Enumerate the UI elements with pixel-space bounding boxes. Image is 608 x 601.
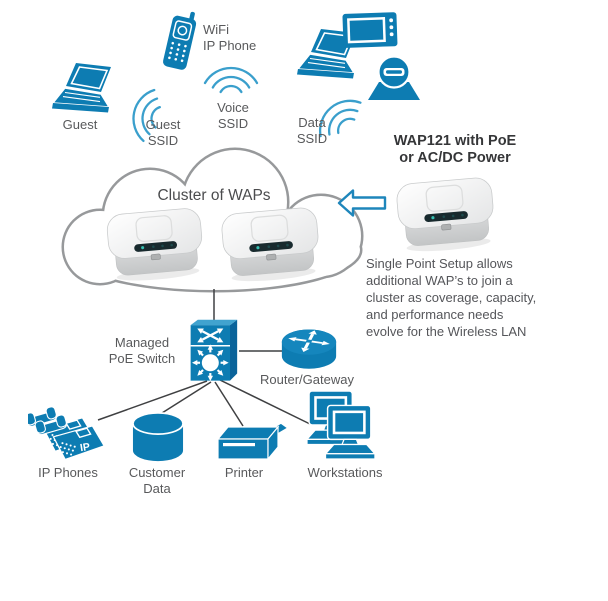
desktop-computer-icon — [306, 391, 376, 460]
cloud-title: Cluster of WAPs — [157, 187, 271, 204]
single-point-setup-note: Single Point Setup allows additional WAP… — [366, 256, 537, 339]
database-icon — [132, 412, 184, 462]
wap121-device — [105, 206, 206, 284]
router-label: Router/Gateway — [260, 372, 354, 387]
wap121-callout: WAP121 with PoE or AC/DC Power — [393, 133, 517, 166]
guest-ssid-label: Guest SSID — [145, 117, 181, 148]
surveillance-camera-icon — [367, 55, 421, 101]
mobile-phone-icon — [161, 10, 200, 72]
wap121-device — [219, 206, 323, 284]
data-ssid-label: Data SSID — [296, 115, 328, 146]
ip-badge: IP — [79, 442, 90, 454]
ip-phones-label: IP Phones — [38, 465, 98, 480]
printer-label: Printer — [224, 465, 264, 480]
left-arrow-icon — [337, 189, 387, 217]
customer-data-label: Customer Data — [128, 465, 186, 496]
poe-switch-icon — [187, 318, 239, 386]
switch-label: Managed PoE Switch — [108, 335, 176, 366]
connector-lines — [97, 289, 311, 427]
laptop-icon — [51, 62, 112, 114]
desk-phone-icon: IP — [28, 405, 105, 461]
guest-label: Guest — [62, 117, 98, 132]
printer-icon — [217, 422, 289, 460]
display-icon — [342, 12, 398, 48]
wap121-device — [394, 176, 498, 254]
workstations-label: Workstations — [307, 465, 383, 480]
voice-ssid-label: Voice SSID — [217, 100, 249, 131]
router-icon — [280, 326, 338, 375]
wifi-ip-phone-label: WiFi IP Phone — [203, 22, 257, 53]
wifi-signal-icon — [203, 66, 259, 94]
